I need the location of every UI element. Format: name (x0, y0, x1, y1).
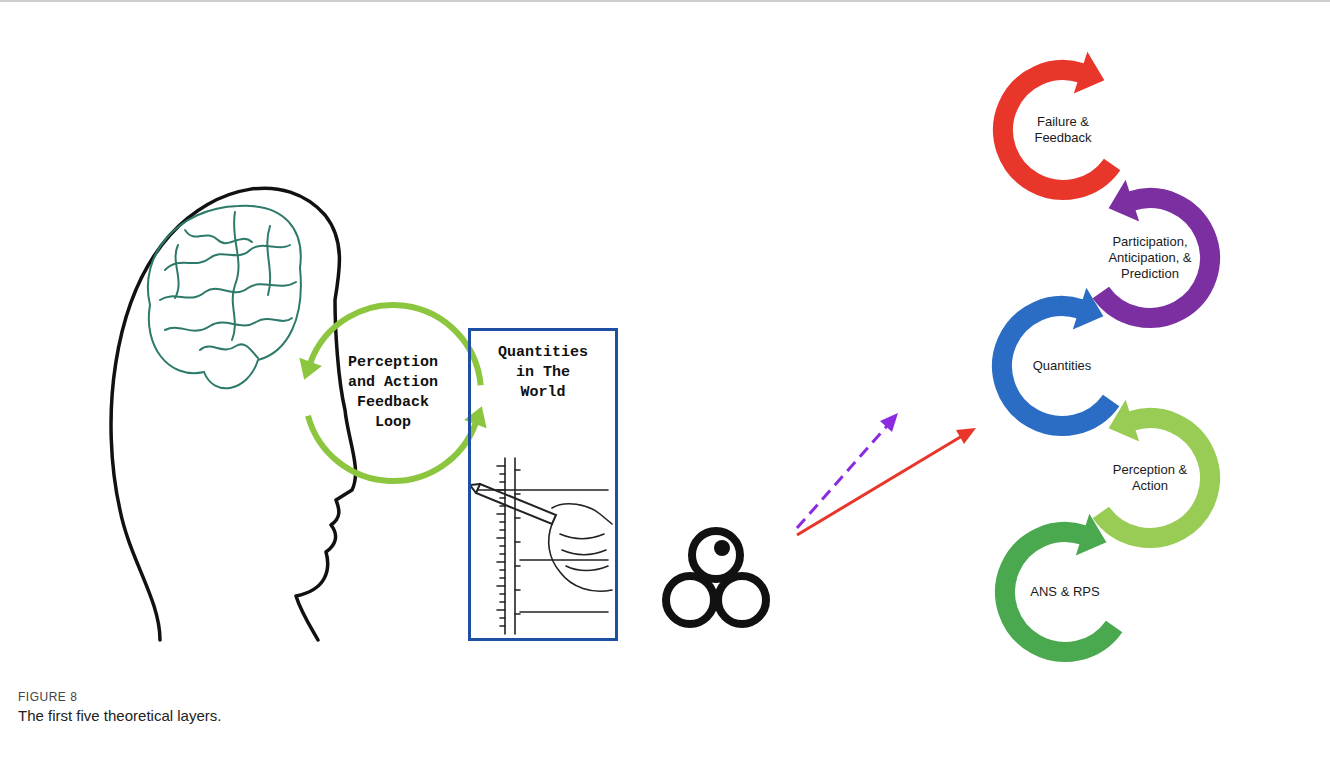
layer-arrowhead (1109, 400, 1140, 442)
hand-ruler-drawing (470, 458, 612, 634)
layer-arc (1003, 70, 1112, 190)
loop-upper-arc (310, 305, 480, 385)
layer-arc: ANS & RPS (965, 492, 1165, 692)
layer-label: Perception & Action (1104, 462, 1196, 494)
layer-text: Quantities (1033, 358, 1092, 374)
dashed-arrow-line (797, 426, 887, 528)
figure-caption-block: FIGURE 8The first five theoretical layer… (18, 688, 618, 726)
layer-text: Perception & Action (1104, 462, 1196, 494)
dashed-arrow-head (880, 413, 898, 432)
figure-caption: The first five theoretical layers. (18, 706, 618, 726)
feedback-loop: Perception and Action Feedback Loop (281, 281, 505, 505)
loop-outline (281, 281, 505, 505)
three-ring-symbol (666, 531, 766, 624)
world-box: Quantities in The World (468, 328, 618, 641)
layer-text: ANS & RPS (1030, 584, 1099, 600)
layer-arrowhead (1109, 180, 1140, 222)
layer-label: ANS & RPS (1030, 584, 1099, 600)
node-label: Perception and Action Feedback Loop (348, 353, 438, 433)
red-arrow-head (956, 428, 976, 444)
head-outline (111, 188, 356, 640)
layer-text: Failure & Feedback (1017, 114, 1109, 146)
layer-label: Quantities (1033, 358, 1092, 374)
layer-arrowhead (1073, 288, 1104, 330)
layer-arrowhead (1074, 52, 1105, 94)
layer-arc: Participation, Anticipation, & Predictio… (1050, 158, 1250, 358)
layer-arrowhead (1076, 514, 1107, 556)
frame-line (0, 0, 1330, 2)
layer-arc (1101, 418, 1210, 538)
symbol-dot (714, 540, 730, 556)
node-label: Quantities in The World (498, 343, 588, 403)
layer-arc (1002, 306, 1111, 426)
loop-text: Perception and Action Feedback Loop (348, 353, 438, 433)
red-arrow-line (797, 436, 962, 535)
layer-arc (1101, 198, 1210, 318)
layer-arc (1005, 532, 1114, 652)
layer-text: Participation, Anticipation, & Predictio… (1104, 234, 1196, 282)
figure-number: FIGURE 8 (18, 688, 618, 706)
layer-label: Failure & Feedback (1017, 114, 1109, 146)
brain-drawing (148, 206, 301, 388)
layer-label: Participation, Anticipation, & Predictio… (1104, 234, 1196, 282)
loop-upper-arrowhead (299, 358, 322, 380)
